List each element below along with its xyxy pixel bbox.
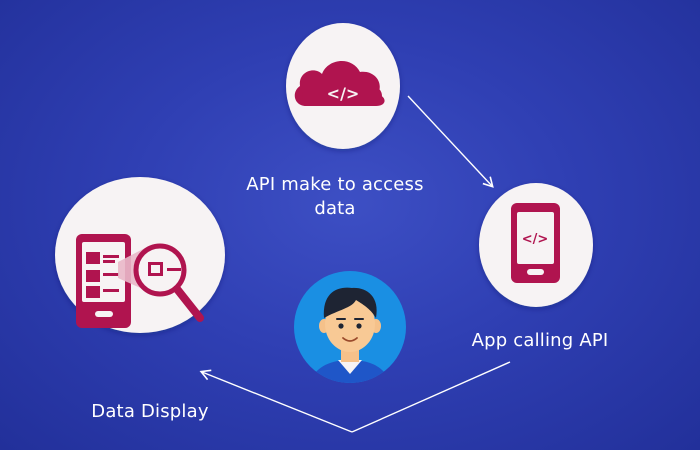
- display-node-label: Data Display: [91, 401, 209, 422]
- arrow-app-to-bottom: [351, 361, 511, 433]
- arrow-api-to-app: [407, 95, 494, 188]
- phone-magnifier-icon: [76, 234, 204, 328]
- api-node-label: API make to access data: [230, 173, 440, 221]
- api-node-label-line1: API make to access: [246, 174, 424, 195]
- api-node-label-line2: data: [314, 198, 356, 219]
- user-avatar-icon: [294, 271, 406, 383]
- arrow-bottom-to-display: [199, 369, 353, 433]
- app-node-label: App calling API: [471, 330, 609, 351]
- cloud-code-icon: </>: [294, 60, 385, 106]
- code-glyph-app: </>: [522, 232, 549, 247]
- phone-code-icon: </>: [511, 203, 560, 283]
- code-glyph: </>: [327, 84, 360, 103]
